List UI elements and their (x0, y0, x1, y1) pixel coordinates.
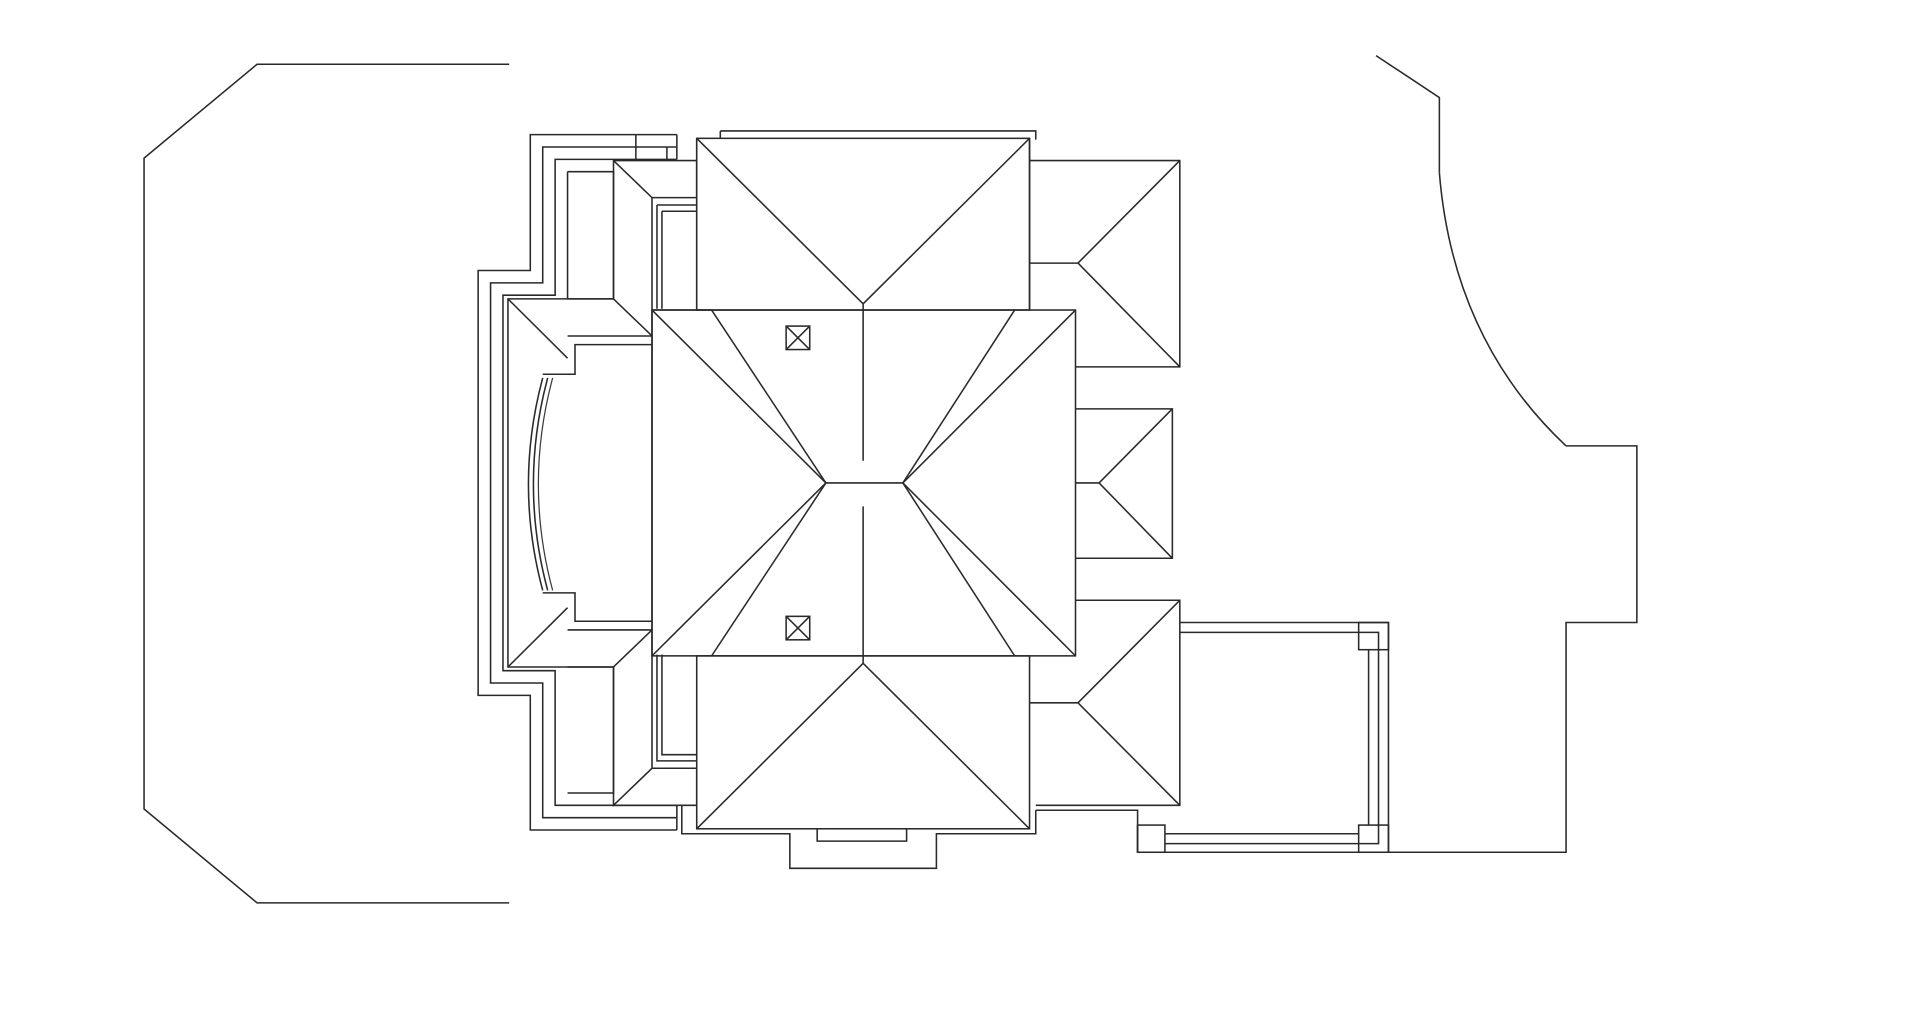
roof-right-bottom (1029, 599, 1181, 853)
pergola-frame (1136, 621, 1390, 854)
roof-top-hip (695, 130, 1037, 461)
skylight-top (785, 325, 811, 351)
site-boundary-left (143, 63, 510, 904)
roof-bottom-hip (681, 506, 1037, 870)
site-boundary-right (1375, 54, 1638, 854)
roof-right-middle (1075, 408, 1174, 560)
left-roof-segments (507, 158, 698, 808)
roof-right-top (1029, 159, 1181, 368)
skylight-bottom (785, 615, 811, 641)
bay-window-curve (527, 377, 554, 591)
roof-center-cross (651, 309, 1077, 657)
